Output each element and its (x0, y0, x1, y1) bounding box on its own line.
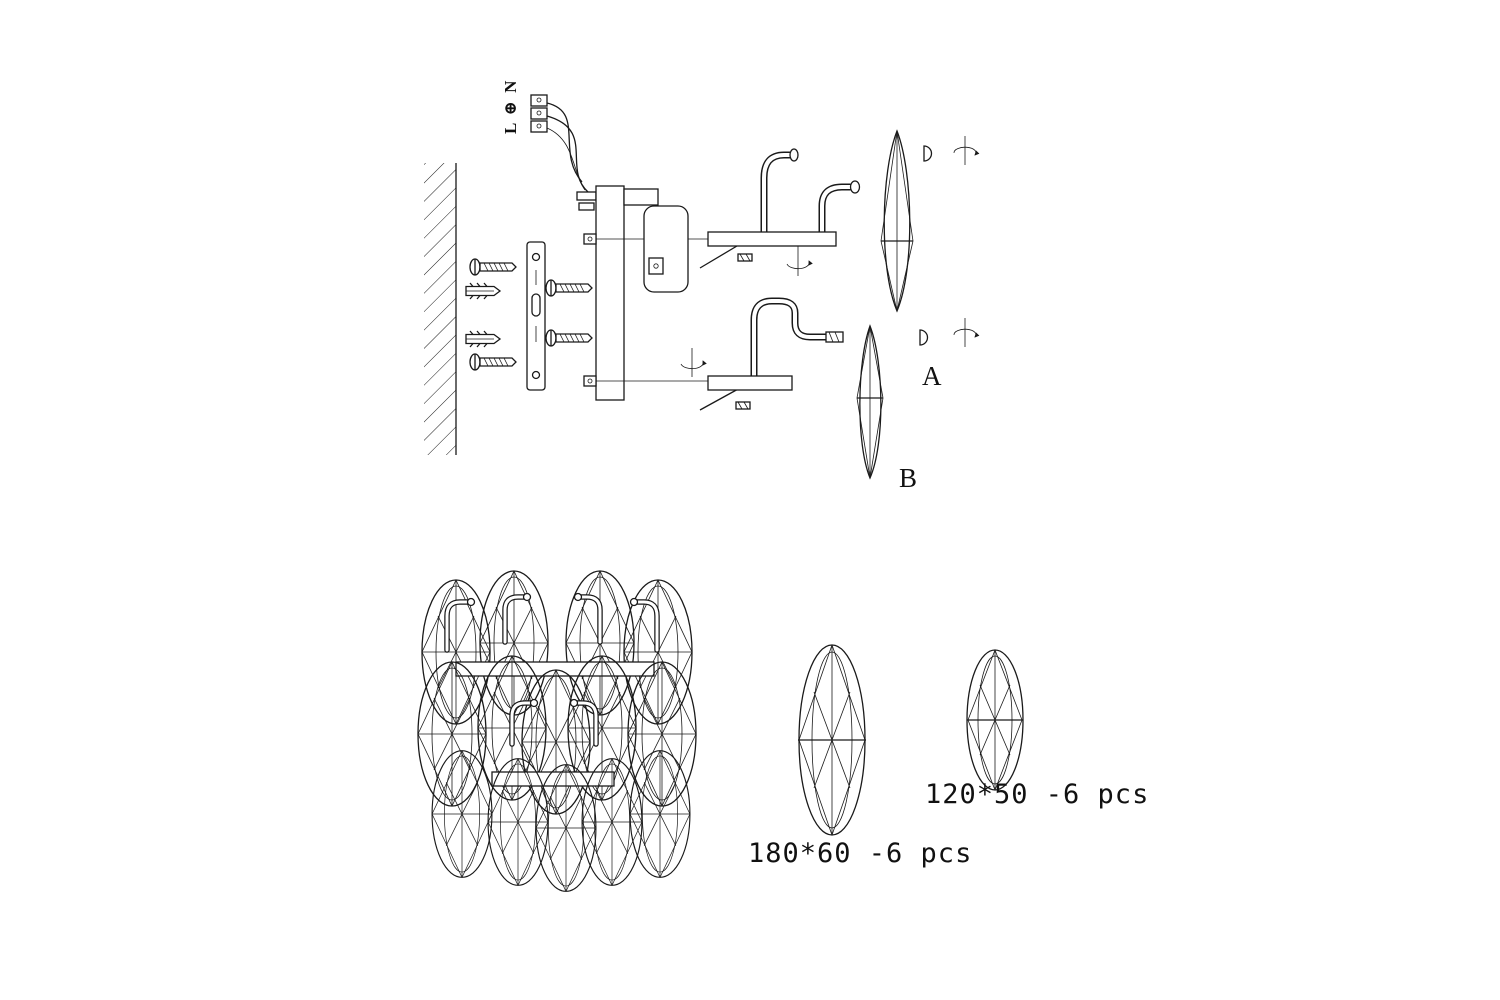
prism-a-label: A (922, 361, 942, 391)
upper-arm-assembly (699, 148, 861, 276)
large-crystal-spec-label: 180*60 -6 pcs (748, 838, 972, 869)
end-cap-nut-bottom (919, 329, 929, 346)
rotation-arrow-top-right (953, 136, 980, 165)
wire-terminal-block (530, 94, 548, 133)
cable-gland (576, 191, 597, 211)
wall-hatching (424, 163, 457, 455)
backplate (583, 185, 710, 401)
assembled-fixture (417, 570, 697, 892)
wall-anchor-top (465, 282, 501, 300)
fixture-arm (444, 592, 660, 747)
lamp-socket (643, 205, 689, 293)
end-cap-nut-top (923, 145, 933, 162)
lower-arm-assembly (680, 297, 844, 411)
crystal-prism-b (856, 324, 884, 480)
crystal-small-drawing (966, 649, 1024, 791)
crystal-large-drawing (798, 644, 866, 836)
small-crystal-spec-label: 120*50 -6 pcs (925, 779, 1149, 810)
rotation-arrow-mid-right (953, 318, 980, 347)
mounting-bracket (526, 241, 546, 391)
mounting-screw-top (469, 258, 517, 276)
bracket-screw-bottom (545, 329, 593, 347)
prism-b-label: B (899, 463, 917, 493)
crystal-prism-a (880, 129, 914, 313)
wiring-label: L ⊕ N (501, 79, 520, 134)
wall-anchor-bottom (465, 330, 501, 348)
bracket-screw-top (545, 279, 593, 297)
power-wires (546, 102, 589, 193)
mounting-screw-bottom (469, 353, 517, 371)
